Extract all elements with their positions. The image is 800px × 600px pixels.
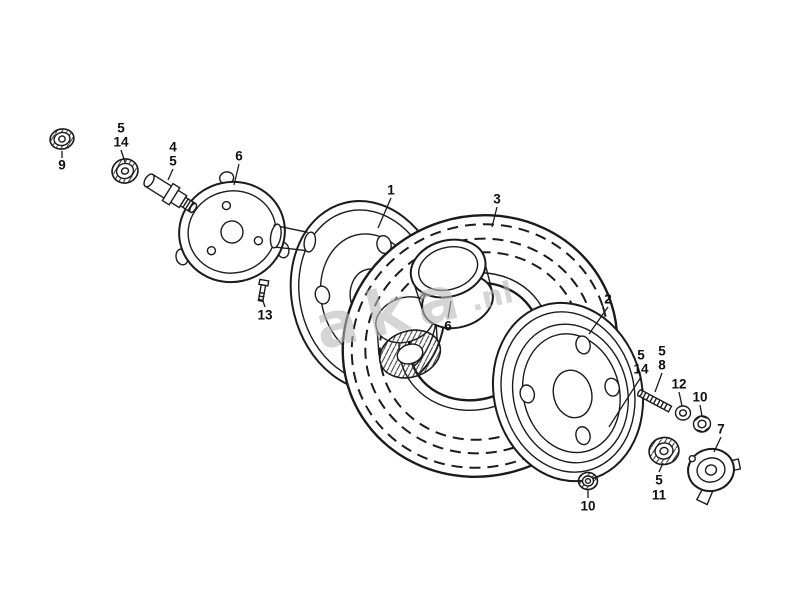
- bearing-left: [111, 158, 139, 184]
- callout-label-20: 10: [580, 498, 596, 514]
- leader-lines: [61, 149, 722, 498]
- callout-label-8: 13: [257, 307, 273, 323]
- axle-spindle: [143, 173, 198, 214]
- hub-tube: [375, 296, 442, 379]
- brake-drum: [175, 171, 317, 284]
- callout-label-13: 5: [658, 343, 666, 359]
- callout-label-15: 12: [671, 376, 687, 392]
- callout-label-17: 7: [717, 421, 725, 437]
- callout-label-12: 14: [633, 361, 649, 377]
- callout-label-4: 5: [169, 153, 177, 169]
- callout-label-2: 14: [113, 134, 129, 150]
- callout-label-1: 5: [117, 120, 125, 136]
- nut-right: [692, 415, 712, 433]
- nut-lower: [577, 471, 599, 491]
- callout-label-18: 5: [655, 472, 663, 488]
- callout-label-16: 10: [692, 389, 708, 405]
- brake-panel-right: [687, 447, 742, 506]
- callout-label-3: 4: [169, 139, 177, 155]
- wheel-half-rear: [491, 301, 645, 483]
- callout-label-19: 11: [651, 487, 667, 503]
- callout-label-11: 5: [637, 347, 645, 363]
- callout-label-7: 3: [493, 191, 501, 207]
- callout-label-6: 1: [387, 182, 395, 198]
- callout-label-9: 6: [444, 318, 452, 334]
- callout-label-10: 2: [604, 291, 612, 307]
- callout-label-5: 6: [235, 148, 243, 164]
- bearing-right: [648, 436, 680, 466]
- brake-panel-bolt: [257, 278, 270, 303]
- callout-label-0: 9: [58, 157, 66, 173]
- washer-right: [674, 405, 692, 421]
- callout-label-14: 8: [658, 357, 666, 373]
- hub-sleeve: [409, 238, 494, 330]
- axle-nut-left: [49, 128, 75, 150]
- stud-bolt-right: [637, 389, 673, 413]
